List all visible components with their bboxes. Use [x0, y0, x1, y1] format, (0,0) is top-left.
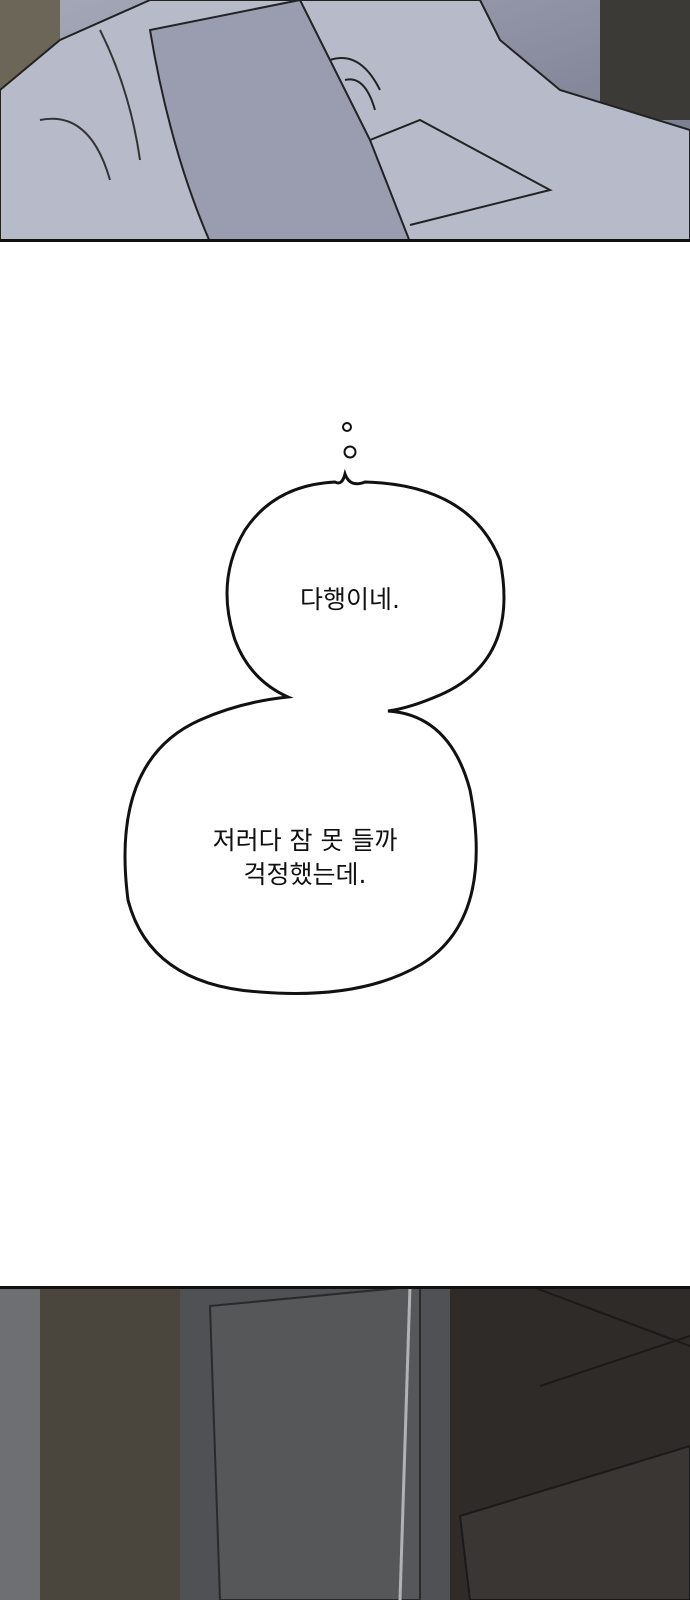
bubble-line: 저러다 잠 못 들까 — [212, 826, 398, 855]
top-comic-panel — [0, 0, 690, 242]
thought-dot-large — [343, 445, 357, 459]
thought-dot-small — [342, 422, 352, 432]
bubble-outline — [123, 468, 506, 995]
bubble-text-1: 다행이네. — [300, 583, 400, 617]
bubble-text-2: 저러다 잠 못 들까 걱정했는데. — [180, 824, 430, 892]
bottom-comic-panel — [0, 1286, 690, 1600]
bubble-line: 다행이네. — [300, 585, 400, 614]
speech-bubbles — [123, 422, 506, 995]
bubble-line: 걱정했는데. — [243, 860, 367, 889]
